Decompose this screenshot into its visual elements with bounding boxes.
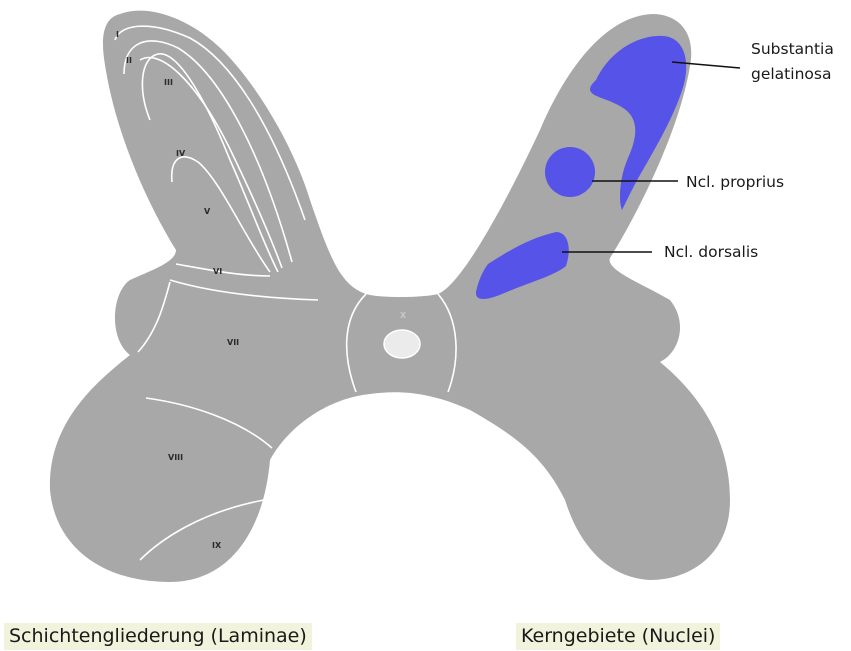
lamina-label-iv: IV (176, 149, 186, 158)
lamina-label-ix: IX (212, 541, 222, 550)
lamina-label-viii: VIII (168, 453, 183, 462)
central-canal (384, 330, 420, 358)
lamina-label-i: I (116, 30, 119, 39)
lamina-label-vii: VII (227, 338, 239, 347)
lamina-label-x: X (400, 311, 407, 320)
lamina-label-v: V (204, 207, 211, 216)
lamina-label-iii: III (164, 78, 173, 87)
substantia-gelatinosa-label-line2: gelatinosa (751, 65, 831, 83)
ncl-dorsalis-label: Ncl. dorsalis (664, 243, 758, 261)
lamina-label-ii: II (126, 56, 132, 65)
ncl-proprius-shape (545, 147, 595, 197)
lamina-label-vi: VI (213, 267, 222, 276)
caption-laminae: Schichtengliederung (Laminae) (4, 623, 312, 650)
ncl-proprius-label: Ncl. proprius (686, 173, 784, 191)
substantia-gelatinosa-label: Substantia (751, 40, 834, 58)
caption-nuclei: Kerngebiete (Nuclei) (516, 623, 720, 650)
